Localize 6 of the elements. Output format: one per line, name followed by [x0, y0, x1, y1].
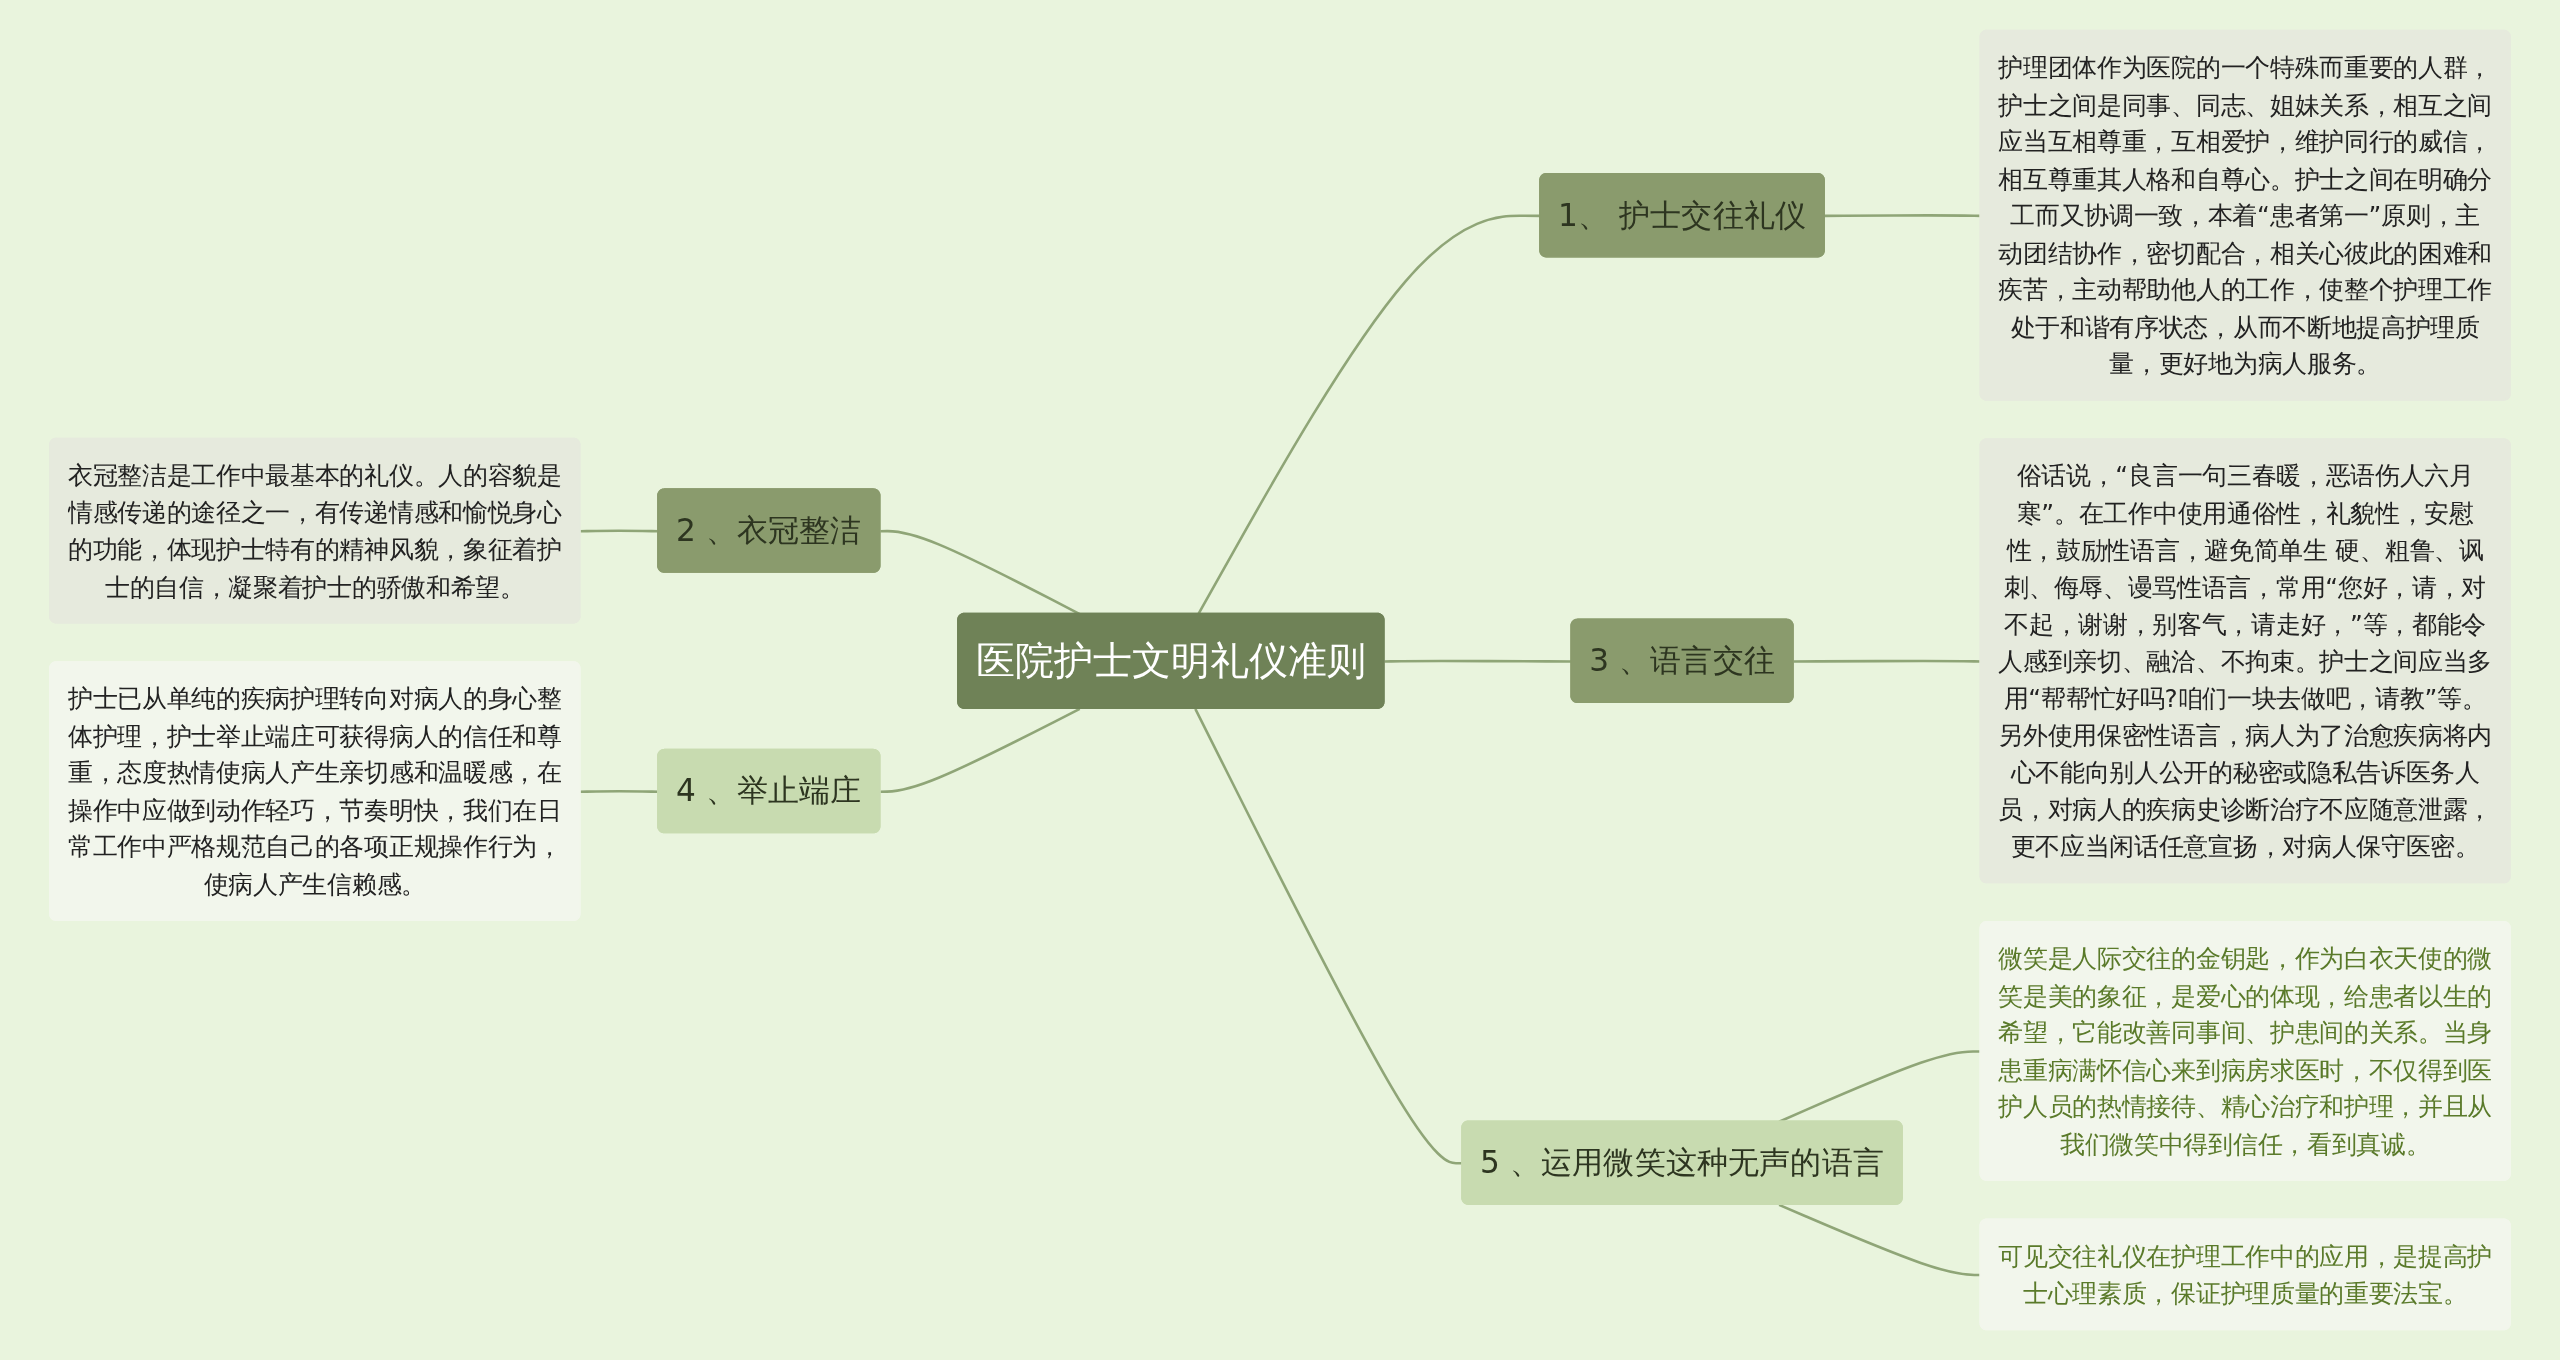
connector	[1778, 1203, 1981, 1277]
connector	[1384, 659, 1572, 663]
connector	[1793, 659, 1981, 663]
connector	[1824, 214, 1981, 218]
connector	[1778, 1050, 1981, 1123]
connector	[880, 707, 1081, 794]
